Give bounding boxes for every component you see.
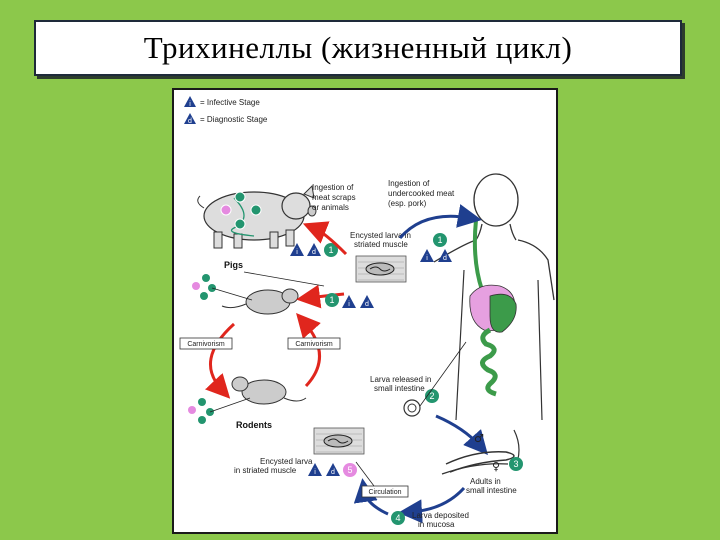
carnivorism-left-box: Carnivorism bbox=[179, 337, 233, 350]
life-cycle-diagram: i = Infective Stage d = Diagnostic Stage bbox=[179, 96, 555, 529]
svg-text:d: d bbox=[365, 301, 369, 308]
svg-text:(esp. pork): (esp. pork) bbox=[388, 199, 427, 208]
pig-stage-markers: i d 1 bbox=[290, 243, 338, 257]
bottom-stage-markers: i d 5 bbox=[308, 463, 357, 477]
slide-title: Трихинеллы (жизненный цикл) bbox=[143, 30, 573, 65]
svg-text:Larva deposited: Larva deposited bbox=[412, 511, 469, 520]
pig-illustration bbox=[197, 184, 317, 249]
svg-text:4: 4 bbox=[395, 513, 400, 523]
ingestion-meat-text: Ingestion of undercooked meat (esp. pork… bbox=[388, 179, 455, 208]
svg-text:Adults in: Adults in bbox=[470, 477, 501, 486]
svg-text:5: 5 bbox=[347, 465, 352, 475]
rat-stage-markers: 1 i d bbox=[325, 293, 374, 308]
legend: i = Infective Stage d = Diagnostic Stage bbox=[184, 96, 268, 125]
svg-text:Ingestion of: Ingestion of bbox=[312, 183, 354, 192]
svg-text:d: d bbox=[312, 249, 316, 256]
arrow-carnivorism-right bbox=[296, 312, 321, 388]
svg-text:Larva released in: Larva released in bbox=[370, 375, 431, 384]
arrow-to-deposited bbox=[398, 486, 466, 524]
carnivorism-right-box: Carnivorism bbox=[287, 337, 341, 350]
arrow-to-rat bbox=[296, 284, 345, 309]
larva-coil: 2 bbox=[403, 341, 467, 417]
rodents-label: Rodents bbox=[236, 420, 272, 430]
arrow-ingestion-human bbox=[398, 204, 482, 239]
svg-text:in striated muscle: in striated muscle bbox=[234, 466, 297, 475]
encysted-top-text: Encysted larva in striated muscle bbox=[350, 231, 411, 249]
life-cycle-figure: i = Infective Stage d = Diagnostic Stage bbox=[172, 88, 558, 534]
legend-infective-icon: i bbox=[184, 96, 196, 108]
svg-text:i: i bbox=[314, 469, 316, 476]
svg-text:2: 2 bbox=[429, 391, 434, 401]
title-box: Трихинеллы (жизненный цикл) bbox=[34, 20, 682, 76]
svg-text:3: 3 bbox=[513, 459, 518, 469]
muscle-cyst-bottom bbox=[313, 427, 365, 455]
adult-worms: ♂ ♀ 3 bbox=[441, 432, 523, 475]
legend-diagnostic-label: = Diagnostic Stage bbox=[200, 115, 268, 124]
legend-diagnostic-icon: d bbox=[184, 113, 196, 125]
svg-text:Carnivorism: Carnivorism bbox=[295, 341, 333, 348]
svg-text:1: 1 bbox=[437, 235, 442, 245]
svg-text:in mucosa: in mucosa bbox=[418, 520, 455, 529]
svg-text:Encysted larva: Encysted larva bbox=[260, 457, 313, 466]
svg-text:Circulation: Circulation bbox=[368, 489, 401, 496]
svg-text:undercooked meat: undercooked meat bbox=[388, 189, 455, 198]
rat-top-illustration bbox=[192, 274, 299, 315]
svg-text:i: i bbox=[348, 301, 350, 308]
svg-text:♂: ♂ bbox=[474, 432, 484, 445]
human-stage-markers: 1 i d bbox=[420, 233, 452, 262]
svg-text:♀: ♀ bbox=[492, 460, 500, 473]
arrow-to-pig bbox=[302, 221, 348, 256]
svg-text:d: d bbox=[443, 255, 447, 262]
adults-text: Adults in small intestine bbox=[466, 477, 517, 495]
muscle-cyst-top bbox=[355, 255, 407, 283]
svg-text:meat scraps: meat scraps bbox=[312, 193, 356, 202]
svg-text:1: 1 bbox=[329, 295, 334, 305]
rat-bottom-illustration bbox=[188, 376, 307, 424]
larva-released-text: Larva released in small intestine bbox=[370, 375, 431, 393]
encysted-bottom-text: Encysted larva in striated muscle bbox=[234, 457, 313, 475]
deposited-text: 4 Larva deposited in mucosa bbox=[391, 511, 469, 529]
human-figure bbox=[433, 173, 555, 471]
svg-text:or animals: or animals bbox=[312, 203, 349, 212]
svg-text:d: d bbox=[188, 118, 192, 125]
svg-text:i: i bbox=[189, 101, 191, 108]
svg-text:striated muscle: striated muscle bbox=[354, 240, 408, 249]
svg-text:Encysted larva in: Encysted larva in bbox=[350, 231, 411, 240]
pigs-label: Pigs bbox=[224, 260, 243, 270]
svg-text:small intestine: small intestine bbox=[374, 384, 425, 393]
svg-text:i: i bbox=[296, 249, 298, 256]
svg-text:small intestine: small intestine bbox=[466, 486, 517, 495]
svg-text:Carnivorism: Carnivorism bbox=[187, 341, 225, 348]
legend-infective-label: = Infective Stage bbox=[200, 98, 260, 107]
ingestion-scraps-text: Ingestion of meat scraps or animals bbox=[312, 183, 356, 212]
arrow-carnivorism-left bbox=[205, 322, 236, 399]
circulation-box: Circulation bbox=[361, 485, 409, 498]
svg-text:1: 1 bbox=[328, 245, 333, 255]
svg-text:Ingestion of: Ingestion of bbox=[388, 179, 430, 188]
arrow-to-adults bbox=[435, 414, 488, 455]
svg-text:d: d bbox=[331, 469, 335, 476]
svg-text:i: i bbox=[426, 255, 428, 262]
